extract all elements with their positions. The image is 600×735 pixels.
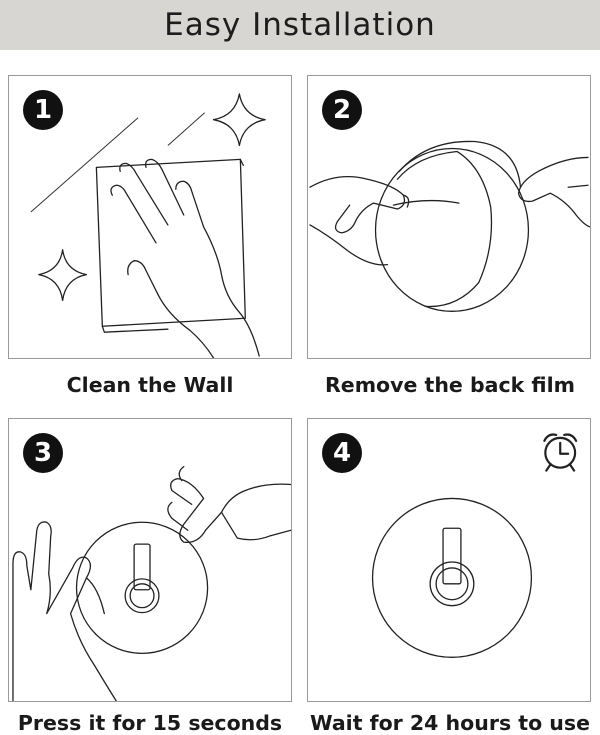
step-2-panel: 2 [307, 75, 591, 359]
step-number-badge: 2 [322, 90, 362, 130]
step-3-panel: 3 [8, 418, 292, 702]
step-number-badge: 3 [23, 433, 63, 473]
hand-icon [517, 156, 590, 228]
hand-icon [110, 158, 260, 357]
hand-icon [167, 466, 291, 544]
sparkle-icon [38, 249, 88, 302]
step-4-caption: Wait for 24 hours to use [309, 711, 591, 735]
step-2-caption: Remove the back film [325, 373, 575, 397]
cloth-icon [95, 158, 246, 327]
step-3-illustration [12, 466, 291, 701]
step-1-panel: 1 [8, 75, 292, 359]
header-banner: Easy Installation [0, 0, 600, 50]
sparkle-icon [212, 93, 266, 147]
step-4-illustration [371, 433, 578, 658]
alarm-clock-icon [543, 433, 578, 472]
step-2-illustration [309, 140, 590, 312]
hook-icon [124, 543, 160, 614]
hand-icon [12, 521, 117, 701]
step-1-caption: Clean the Wall [66, 373, 234, 397]
step-number-badge: 4 [322, 433, 362, 473]
adhesive-disc-icon [374, 147, 530, 312]
step-1-illustration [30, 93, 266, 358]
page-title: Easy Installation [164, 7, 436, 43]
step-3-caption: Press it for 15 seconds [17, 711, 283, 735]
hand-icon [309, 176, 406, 266]
step-number-badge: 1 [23, 90, 63, 130]
hook-icon [429, 527, 475, 607]
step-4-panel: 4 [307, 418, 591, 702]
